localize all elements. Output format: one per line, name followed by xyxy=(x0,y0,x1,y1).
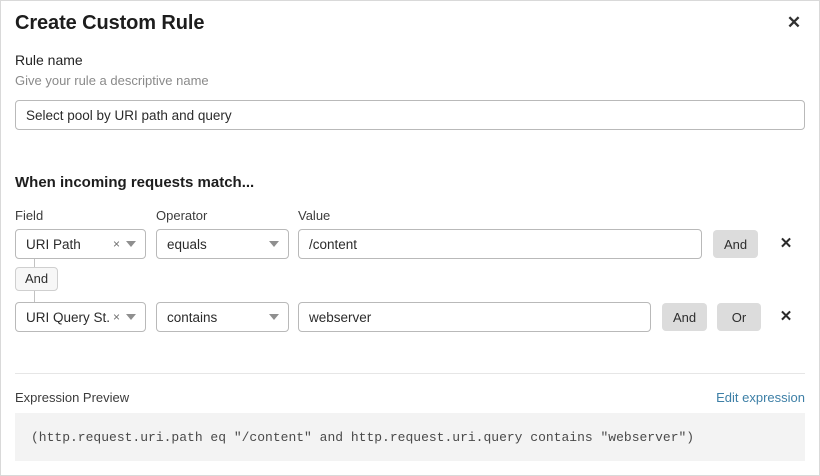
connector-and-chip[interactable]: And xyxy=(15,267,59,291)
section-divider xyxy=(15,373,805,374)
operator-select-row-2[interactable]: contains xyxy=(156,302,289,332)
and-button-row-1[interactable]: And xyxy=(713,230,759,258)
field-select-value-row-2: URI Query St... xyxy=(26,309,111,325)
field-select-value-row-1: URI Path xyxy=(26,236,81,252)
delete-row-icon-row-2[interactable]: ✕ xyxy=(779,308,793,325)
field-select-row-2[interactable]: URI Query St... × xyxy=(15,302,146,332)
condition-row: URI Query St... × contains And Or ✕ xyxy=(1,302,819,332)
operator-select-value-row-1: equals xyxy=(167,236,207,252)
rule-name-input[interactable] xyxy=(15,100,805,130)
column-header-operator: Operator xyxy=(156,208,208,223)
value-input-row-2[interactable] xyxy=(298,302,651,332)
match-section-heading: When incoming requests match... xyxy=(15,174,255,191)
rule-name-label: Rule name xyxy=(15,52,83,68)
and-button-row-2[interactable]: And xyxy=(662,303,708,331)
field-select-row-1[interactable]: URI Path × xyxy=(15,229,146,259)
column-header-value: Value xyxy=(298,208,331,223)
chevron-down-icon xyxy=(126,241,136,247)
row-connector: And xyxy=(15,259,95,304)
operator-select-row-1[interactable]: equals xyxy=(156,229,289,259)
operator-select-value-row-2: contains xyxy=(167,309,218,325)
page-title: Create Custom Rule xyxy=(15,12,205,34)
column-header-field: Field xyxy=(15,208,44,223)
delete-row-icon-row-1[interactable]: ✕ xyxy=(779,235,793,252)
close-icon[interactable]: ✕ xyxy=(786,12,802,32)
clear-icon[interactable]: × xyxy=(112,310,120,324)
chevron-down-icon xyxy=(269,314,279,320)
condition-row: URI Path × equals And ✕ xyxy=(1,229,819,259)
modal-header: Create Custom Rule ✕ xyxy=(15,9,805,41)
value-input-row-1[interactable] xyxy=(298,229,702,259)
expression-preview-box: (http.request.uri.path eq "/content" and… xyxy=(15,413,805,461)
expression-preview-label: Expression Preview xyxy=(15,390,130,405)
or-button-row-2[interactable]: Or xyxy=(717,303,761,331)
chevron-down-icon xyxy=(269,241,279,247)
chevron-down-icon xyxy=(126,314,136,320)
rule-name-section: Rule name Give your rule a descriptive n… xyxy=(15,51,805,130)
edit-expression-link[interactable]: Edit expression xyxy=(716,390,805,405)
rule-name-help-text: Give your rule a descriptive name xyxy=(15,73,209,88)
clear-icon[interactable]: × xyxy=(112,237,120,251)
condition-column-headers: Field Operator Value xyxy=(1,207,819,225)
expression-preview-text: (http.request.uri.path eq "/content" and… xyxy=(31,429,695,445)
